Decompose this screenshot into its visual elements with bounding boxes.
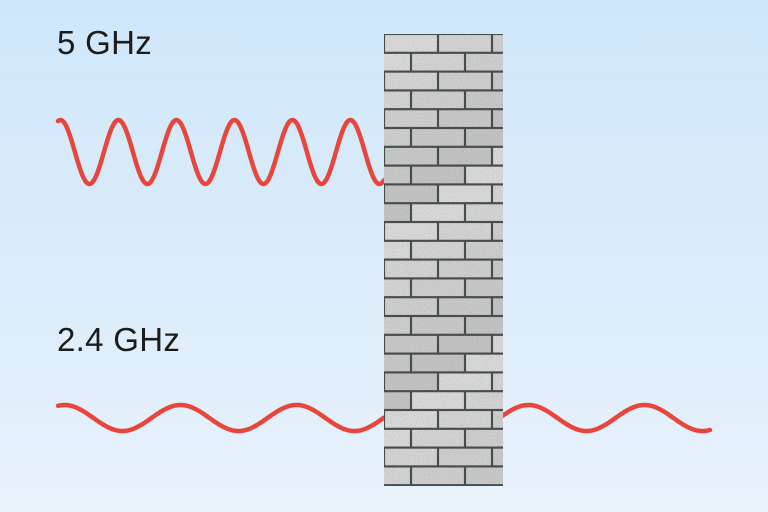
brick [384, 241, 410, 259]
brick [385, 223, 437, 240]
brick [466, 129, 503, 146]
brick [385, 147, 437, 165]
brick [493, 72, 503, 90]
brick [412, 429, 464, 447]
brick [384, 204, 410, 221]
brick [412, 354, 464, 372]
brick [412, 317, 464, 334]
brick [466, 354, 503, 372]
brick [385, 335, 437, 353]
brick [384, 392, 410, 409]
brick [439, 147, 491, 165]
brick [466, 467, 503, 485]
brick [384, 53, 410, 71]
brick [493, 335, 503, 353]
brick [439, 298, 491, 315]
brick [493, 223, 503, 240]
brick [466, 317, 503, 334]
brick [439, 373, 491, 391]
brick [466, 53, 503, 71]
brick [385, 35, 437, 52]
brick [493, 373, 503, 391]
brick [412, 467, 464, 485]
brick [439, 72, 491, 90]
brick [493, 35, 503, 52]
brick [412, 53, 464, 71]
brick [466, 241, 503, 259]
brick [385, 185, 437, 203]
wave-5ghz [55, 117, 387, 187]
brick [466, 392, 503, 409]
brick [385, 411, 437, 428]
brick [493, 185, 503, 203]
brick [412, 91, 464, 109]
brick [466, 166, 503, 184]
brick [412, 392, 464, 409]
brick [466, 204, 503, 221]
brick [439, 35, 491, 52]
brick [384, 354, 410, 372]
brick [493, 448, 503, 466]
brick [412, 204, 464, 221]
brick-wall [384, 34, 503, 486]
brick [466, 91, 503, 109]
brick [385, 72, 437, 90]
brick [385, 448, 437, 466]
band-label-2-4ghz: 2.4 GHz [57, 321, 181, 358]
brick [385, 373, 437, 391]
brick [439, 335, 491, 353]
brick [493, 260, 503, 278]
brick [385, 298, 437, 315]
brick [439, 448, 491, 466]
brick [412, 166, 464, 184]
wave-2-4ghz-before-wall [55, 402, 387, 434]
brick [384, 467, 410, 485]
brick [412, 241, 464, 259]
brick [384, 317, 410, 334]
brick [385, 260, 437, 278]
brick [493, 298, 503, 315]
brick [493, 147, 503, 165]
brick [412, 279, 464, 297]
brick [384, 279, 410, 297]
brick [384, 429, 410, 447]
brick [493, 110, 503, 127]
brick [384, 91, 410, 109]
brick [412, 129, 464, 146]
brick [384, 166, 410, 184]
brick [493, 411, 503, 428]
brick [466, 429, 503, 447]
brick [439, 223, 491, 240]
wave-2-4ghz-after-wall [500, 402, 713, 434]
band-label-5ghz: 5 GHz [57, 24, 153, 61]
brick [439, 185, 491, 203]
brick [466, 279, 503, 297]
brick [439, 110, 491, 127]
brick [385, 110, 437, 127]
brick [384, 129, 410, 146]
brick [439, 411, 491, 428]
brick [439, 260, 491, 278]
